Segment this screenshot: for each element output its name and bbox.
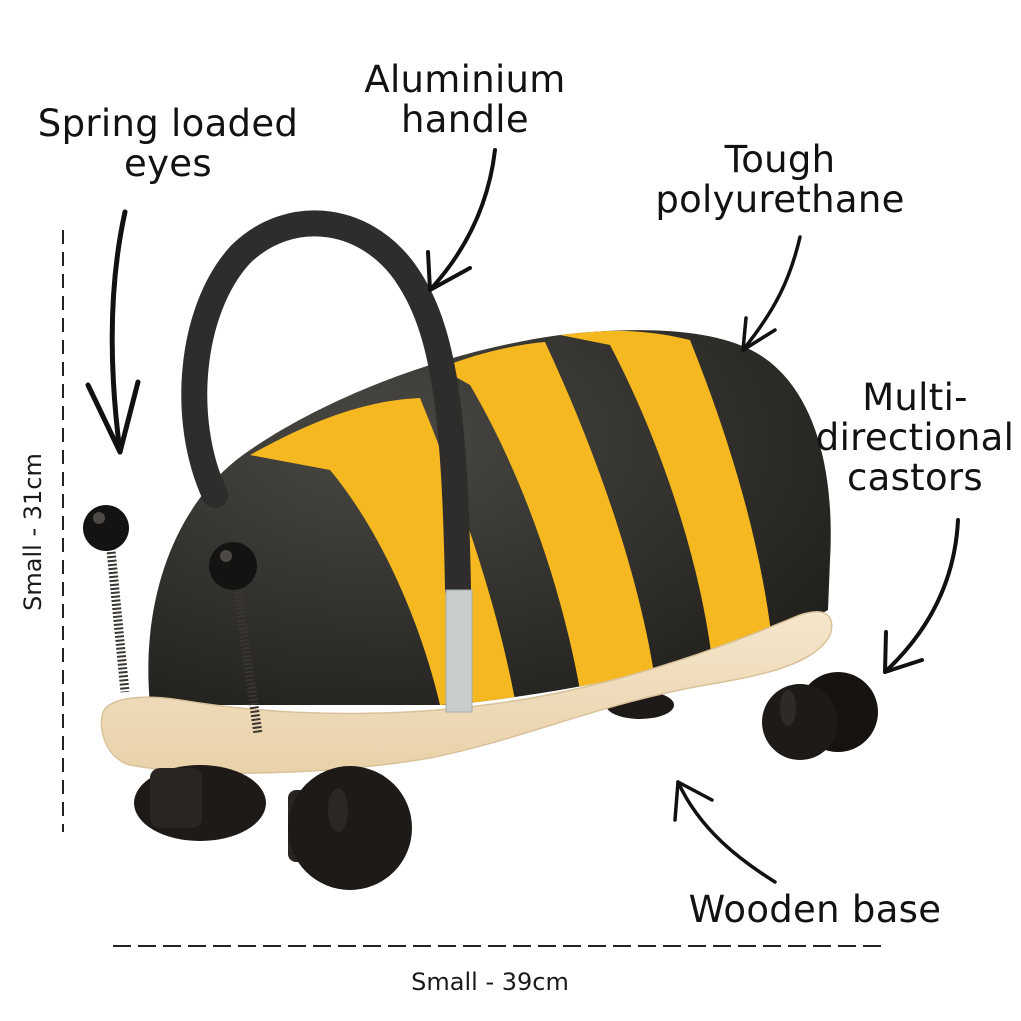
callout-line: Tough xyxy=(724,138,836,181)
callout-line: directional xyxy=(815,415,1015,459)
callout-line: eyes xyxy=(124,141,212,185)
callout-line: Multi- xyxy=(862,376,968,419)
callout-spring-loaded-eyes: Spring loaded eyes xyxy=(18,104,318,184)
width-dimension-label: Small - 39cm xyxy=(411,968,569,996)
spring-eye-left xyxy=(83,505,130,693)
arrow-eyes xyxy=(85,209,141,455)
arrow-handle xyxy=(426,148,497,292)
callout-aluminium-handle: Aluminium handle xyxy=(340,60,590,140)
callout-tough-polyurethane: Tough polyurethane xyxy=(630,140,930,220)
callout-wooden-base: Wooden base xyxy=(660,890,970,930)
callout-line: castors xyxy=(846,455,984,499)
wooden-base xyxy=(100,611,833,774)
arrow-shell xyxy=(741,235,802,352)
castor-wheel-rear-right xyxy=(762,672,878,760)
spring-eye-right xyxy=(209,542,263,735)
callout-line: Wooden base xyxy=(688,888,942,931)
callout-line: handle xyxy=(401,97,529,141)
castor-wheel-front-left xyxy=(134,765,266,841)
height-dimension-label: Small - 31cm xyxy=(19,453,48,611)
castor-wheel-front-right xyxy=(288,766,412,890)
callout-line: Aluminium xyxy=(364,58,566,101)
arrow-castors xyxy=(883,518,960,674)
callout-multi-directional-castors: Multi- directional castors xyxy=(800,378,1021,498)
arrow-base xyxy=(673,780,777,884)
aluminium-handle xyxy=(181,210,473,713)
callout-line: Spring loaded xyxy=(37,102,299,145)
callout-line: polyurethane xyxy=(655,177,905,221)
